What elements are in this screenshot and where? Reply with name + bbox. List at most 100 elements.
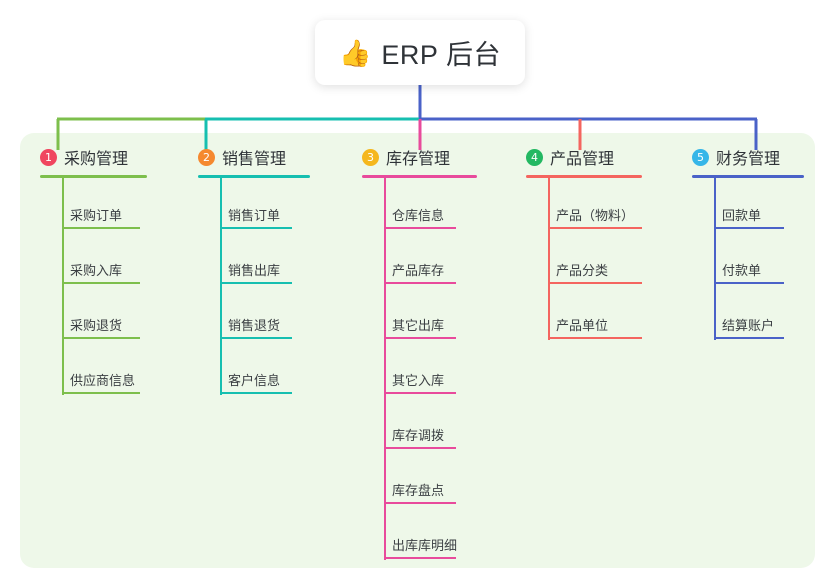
- branch-item-label: 出库库明细: [392, 538, 458, 553]
- branch-item-rule: [550, 337, 642, 339]
- branch-title: 销售管理: [222, 151, 287, 168]
- branch-item-rule: [716, 227, 784, 229]
- branch-item-rule: [386, 557, 456, 559]
- branch-header[interactable]: 1 采购管理: [40, 145, 188, 169]
- branch-item[interactable]: 产品（物料）: [526, 178, 678, 233]
- branch-column-1: 1 采购管理采购订单采购入库采购退货供应商信息: [40, 145, 188, 398]
- branch-item-rule: [716, 282, 784, 284]
- branch-item-label: 库存盘点: [392, 483, 445, 498]
- branch-item[interactable]: 采购订单: [40, 178, 188, 233]
- branch-item-label: 销售订单: [228, 208, 281, 223]
- branch-item-rule: [550, 227, 642, 229]
- branch-item-label: 供应商信息: [70, 373, 136, 388]
- branch-title: 财务管理: [716, 151, 781, 168]
- branch-item-rule: [222, 282, 292, 284]
- branch-item-rule: [716, 337, 784, 339]
- branch-item-list: 产品（物料） 产品分类产品单位: [526, 178, 678, 343]
- branch-item[interactable]: 采购退货: [40, 288, 188, 343]
- branch-item-list: 采购订单采购入库采购退货供应商信息: [40, 178, 188, 398]
- branch-item[interactable]: 销售出库: [198, 233, 348, 288]
- branch-item[interactable]: 供应商信息: [40, 343, 188, 398]
- branch-title: 采购管理: [64, 151, 129, 168]
- branch-header-rule: [692, 175, 804, 178]
- branch-item-label: 产品分类: [556, 263, 609, 278]
- branch-spine: [548, 178, 550, 340]
- branch-item-rule: [64, 227, 140, 229]
- branch-item-label: 产品（物料）: [556, 208, 635, 223]
- branch-header-rule: [526, 175, 642, 178]
- branch-item-label: 采购入库: [70, 263, 123, 278]
- branch-header-rule: [40, 175, 147, 178]
- branch-item[interactable]: 库存调拨: [362, 398, 512, 453]
- branch-number-badge: 1: [40, 148, 57, 166]
- branch-item[interactable]: 产品分类: [526, 233, 678, 288]
- branch-item[interactable]: 其它出库: [362, 288, 512, 343]
- branch-item-rule: [64, 282, 140, 284]
- branch-item-label: 回款单: [722, 208, 762, 223]
- branch-item-label: 采购退货: [70, 318, 123, 333]
- branch-item[interactable]: 库存盘点: [362, 453, 512, 508]
- branch-header[interactable]: 3 库存管理: [362, 145, 512, 169]
- branch-item-label: 库存调拨: [392, 428, 445, 443]
- branch-item[interactable]: 产品单位: [526, 288, 678, 343]
- branch-item-rule: [386, 227, 456, 229]
- branch-item-label: 产品库存: [392, 263, 445, 278]
- branch-item[interactable]: 回款单: [692, 178, 820, 233]
- branch-item-rule: [386, 337, 456, 339]
- branch-item[interactable]: 仓库信息: [362, 178, 512, 233]
- branch-item-rule: [386, 392, 456, 394]
- branch-number-badge: 3: [362, 148, 379, 166]
- branch-title: 产品管理: [550, 151, 615, 168]
- branch-item-label: 结算账户: [722, 318, 775, 333]
- branch-header-rule: [362, 175, 477, 178]
- branch-spine: [220, 178, 222, 395]
- branch-header[interactable]: 5 财务管理: [692, 145, 820, 169]
- branch-item-rule: [386, 282, 456, 284]
- branch-title: 库存管理: [386, 151, 451, 168]
- branch-item-rule: [386, 447, 456, 449]
- branch-item-rule: [550, 282, 642, 284]
- branch-item-label: 采购订单: [70, 208, 123, 223]
- branch-item-rule: [222, 337, 292, 339]
- branch-column-5: 5 财务管理回款单付款单结算账户: [692, 145, 820, 343]
- branch-item-rule: [64, 337, 140, 339]
- branch-column-2: 2 销售管理销售订单销售出库销售退货客户信息: [198, 145, 348, 398]
- branch-item-list: 仓库信息产品库存其它出库其它入库库存调拨库存盘点出库库明细: [362, 178, 512, 563]
- branch-item[interactable]: 出库库明细: [362, 508, 512, 563]
- branch-item-label: 仓库信息: [392, 208, 445, 223]
- branch-item-label: 其它出库: [392, 318, 445, 333]
- branch-item-label: 付款单: [722, 263, 762, 278]
- branch-item[interactable]: 销售退货: [198, 288, 348, 343]
- branch-item-label: 客户信息: [228, 373, 281, 388]
- branch-item-label: 销售退货: [228, 318, 281, 333]
- branch-item-label: 其它入库: [392, 373, 445, 388]
- branch-item[interactable]: 销售订单: [198, 178, 348, 233]
- branch-header[interactable]: 2 销售管理: [198, 145, 348, 169]
- branch-column-3: 3 库存管理仓库信息产品库存其它出库其它入库库存调拨库存盘点出库库明细: [362, 145, 512, 563]
- branch-item[interactable]: 客户信息: [198, 343, 348, 398]
- thumbs-up-icon: 👍: [339, 37, 372, 68]
- branch-item-rule: [386, 502, 456, 504]
- branch-item[interactable]: 付款单: [692, 233, 820, 288]
- branch-number-badge: 2: [198, 148, 215, 166]
- branch-item[interactable]: 其它入库: [362, 343, 512, 398]
- branch-item-rule: [64, 392, 140, 394]
- branch-item-label: 销售出库: [228, 263, 281, 278]
- branch-item[interactable]: 采购入库: [40, 233, 188, 288]
- branch-number-badge: 5: [692, 148, 709, 166]
- branch-item-rule: [222, 392, 292, 394]
- branch-header-rule: [198, 175, 310, 178]
- branch-item[interactable]: 产品库存: [362, 233, 512, 288]
- root-title: ERP 后台: [381, 40, 501, 70]
- root-node[interactable]: 👍 ERP 后台: [315, 20, 525, 85]
- branches-panel: [20, 133, 815, 568]
- branch-spine: [384, 178, 386, 560]
- branch-item-list: 回款单付款单结算账户: [692, 178, 820, 343]
- branch-spine: [62, 178, 64, 395]
- branch-item[interactable]: 结算账户: [692, 288, 820, 343]
- branch-item-list: 销售订单销售出库销售退货客户信息: [198, 178, 348, 398]
- branch-item-rule: [222, 227, 292, 229]
- branch-spine: [714, 178, 716, 340]
